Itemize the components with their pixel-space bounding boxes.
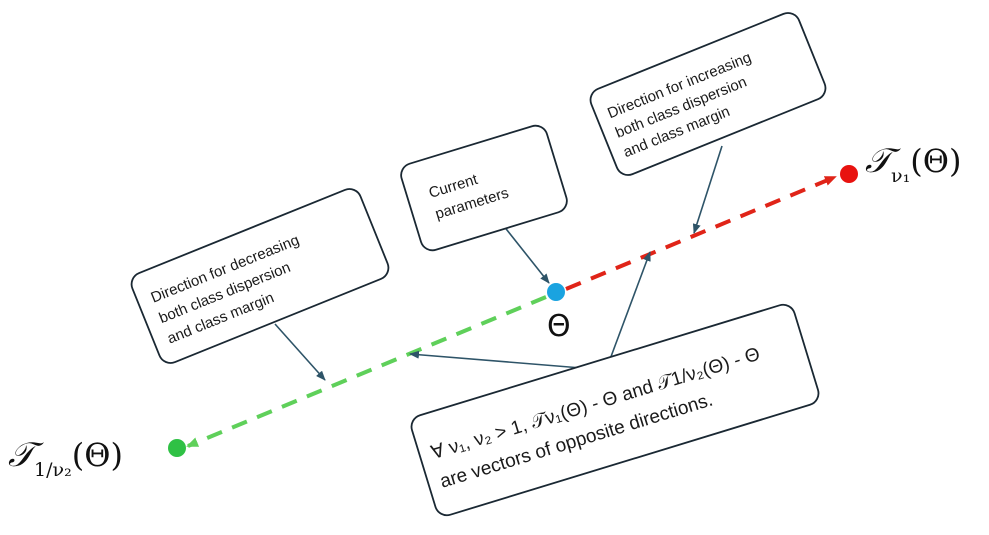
opposite-directions-box xyxy=(410,303,820,517)
decreasing-callout: Direction for decreasing both class disp… xyxy=(130,188,390,364)
note-pointer-left xyxy=(409,350,607,371)
target-decrease-label: 𝒯1/ν₂(Θ) xyxy=(8,435,123,481)
current-parameters-pointer xyxy=(502,224,550,284)
target-increase-point xyxy=(840,165,858,183)
current-parameters-box xyxy=(400,124,568,252)
note-pointer-up xyxy=(605,251,651,371)
target-decrease-point xyxy=(168,439,186,457)
decrease-direction-arrow xyxy=(186,295,547,448)
increasing-callout: Direction for increasing both class disp… xyxy=(589,12,827,176)
increase-direction-arrow xyxy=(565,175,837,291)
theta-label: Θ xyxy=(547,309,571,344)
opposite-directions-callout: ∀ ν₁, ν₂ > 1, 𝒯ν₁(Θ) - Θ and 𝒯1/ν₂(Θ) - … xyxy=(410,303,820,517)
increasing-pointer xyxy=(692,145,723,234)
decreasing-box xyxy=(130,188,390,364)
target-decrease-subscript: 1/ν₂ xyxy=(34,459,72,481)
target-increase-subscript: ν₁ xyxy=(891,165,910,187)
current-parameter-point xyxy=(547,283,565,301)
target-decrease-argument: (Θ) xyxy=(72,436,123,474)
target-increase-label: 𝒯ν₁(Θ) xyxy=(865,141,961,187)
current-parameters-callout: Current parameters xyxy=(400,124,568,252)
decreasing-pointer xyxy=(274,323,326,381)
target-increase-argument: (Θ) xyxy=(910,142,961,180)
increasing-box xyxy=(589,12,827,176)
